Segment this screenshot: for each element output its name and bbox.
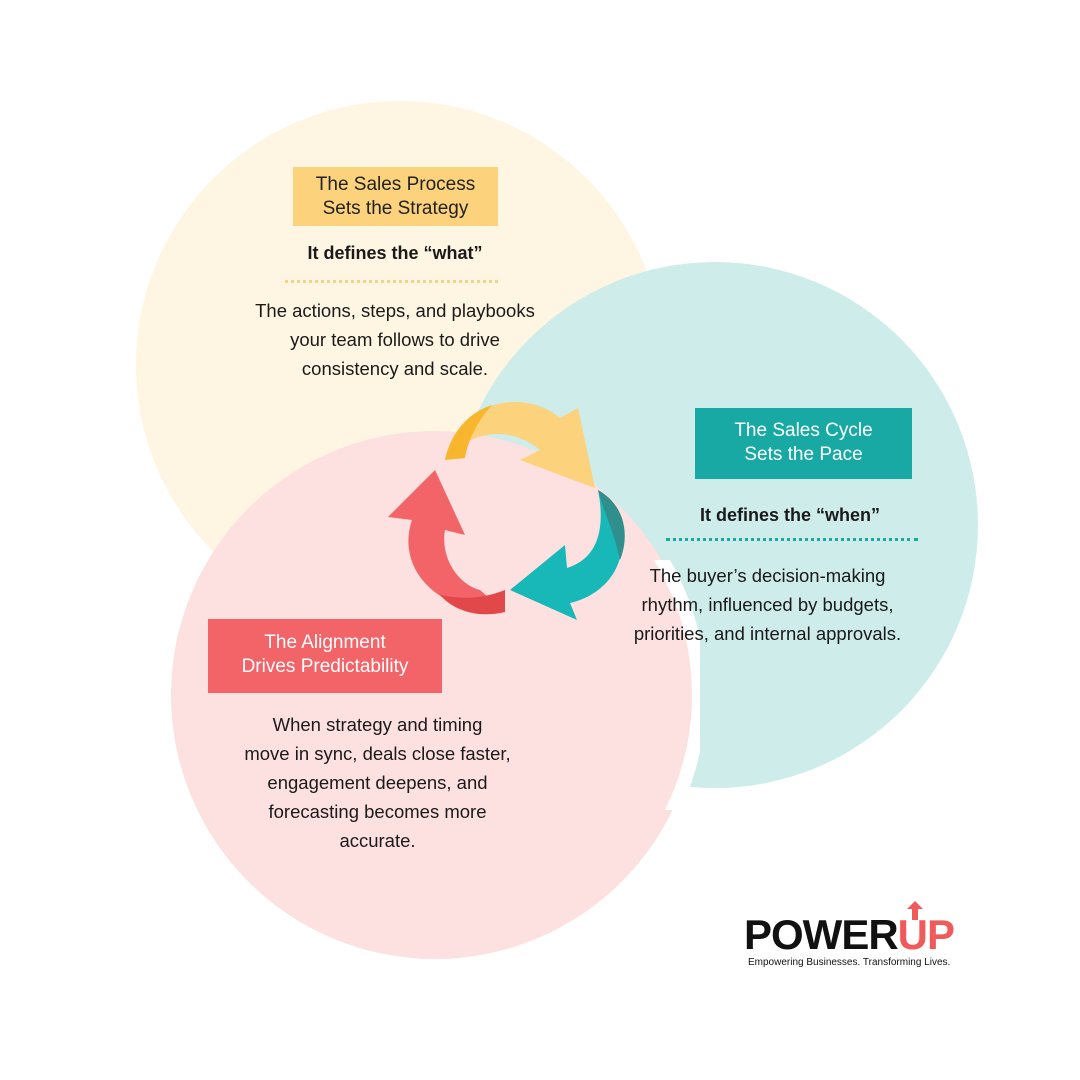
process-body: The actions, steps, and playbooks your t… — [205, 296, 585, 383]
cycle-tag-line-2: Sets the Pace — [744, 444, 863, 465]
arrow-teal — [510, 490, 623, 620]
process-dotted-divider — [285, 280, 498, 283]
alignment-body-line-2: move in sync, deals close faster, — [244, 743, 511, 764]
alignment-body-line-1: When strategy and timing — [272, 714, 483, 735]
process-tag-line-2: Sets the Strategy — [322, 198, 469, 219]
arrow-red-tail — [440, 590, 505, 615]
alignment-body-line-3: engagement deepens, and — [267, 772, 488, 793]
alignment-tag: The Alignment Drives Predictability — [208, 619, 442, 693]
logo-word-accent: UP — [897, 911, 955, 958]
alignment-body-line-4: forecasting becomes more — [268, 801, 487, 822]
cycle-body-line-2: rhythm, influenced by budgets, — [641, 594, 894, 615]
logo-up-arrow-icon — [907, 901, 923, 920]
arrow-teal-tail — [598, 490, 625, 560]
powerup-logo: POWERUP Empowering Businesses. Transform… — [744, 900, 974, 970]
alignment-tag-line-2: Drives Predictability — [241, 656, 409, 677]
cycle-body-line-1: The buyer’s decision-making — [649, 565, 886, 586]
alignment-tag-line-1: The Alignment — [264, 632, 386, 653]
cycle-dotted-divider — [666, 538, 918, 541]
process-body-line-1: The actions, steps, and playbooks — [255, 300, 535, 321]
process-body-line-3: consistency and scale. — [301, 358, 489, 379]
process-body-line-2: your team follows to drive — [290, 329, 500, 350]
cycle-body-line-3: priorities, and internal approvals. — [633, 623, 902, 644]
cycle-arrows — [388, 401, 625, 620]
alignment-circle — [171, 431, 699, 959]
process-tag: The Sales Process Sets the Strategy — [293, 167, 498, 226]
logo-wordmark: POWERUP — [744, 911, 955, 958]
alignment-body: When strategy and timing move in sync, d… — [205, 710, 550, 855]
cycle-tag: The Sales Cycle Sets the Pace — [695, 408, 912, 479]
process-subhead: It defines the “what” — [307, 243, 483, 263]
cycle-tag-line-1: The Sales Cycle — [734, 420, 873, 441]
arrow-yellow-tail — [445, 405, 492, 460]
arrow-yellow — [445, 401, 595, 488]
cycle-body: The buyer’s decision-making rhythm, infl… — [590, 561, 945, 648]
separator-ring — [653, 560, 700, 810]
arrow-red — [388, 470, 505, 613]
process-tag-line-1: The Sales Process — [315, 174, 476, 195]
logo-tagline: Empowering Businesses. Transforming Live… — [748, 957, 951, 968]
alignment-body-line-5: accurate. — [339, 830, 416, 851]
logo-word-main: POWER — [744, 911, 899, 958]
cycle-subhead: It defines the “when” — [699, 505, 881, 525]
